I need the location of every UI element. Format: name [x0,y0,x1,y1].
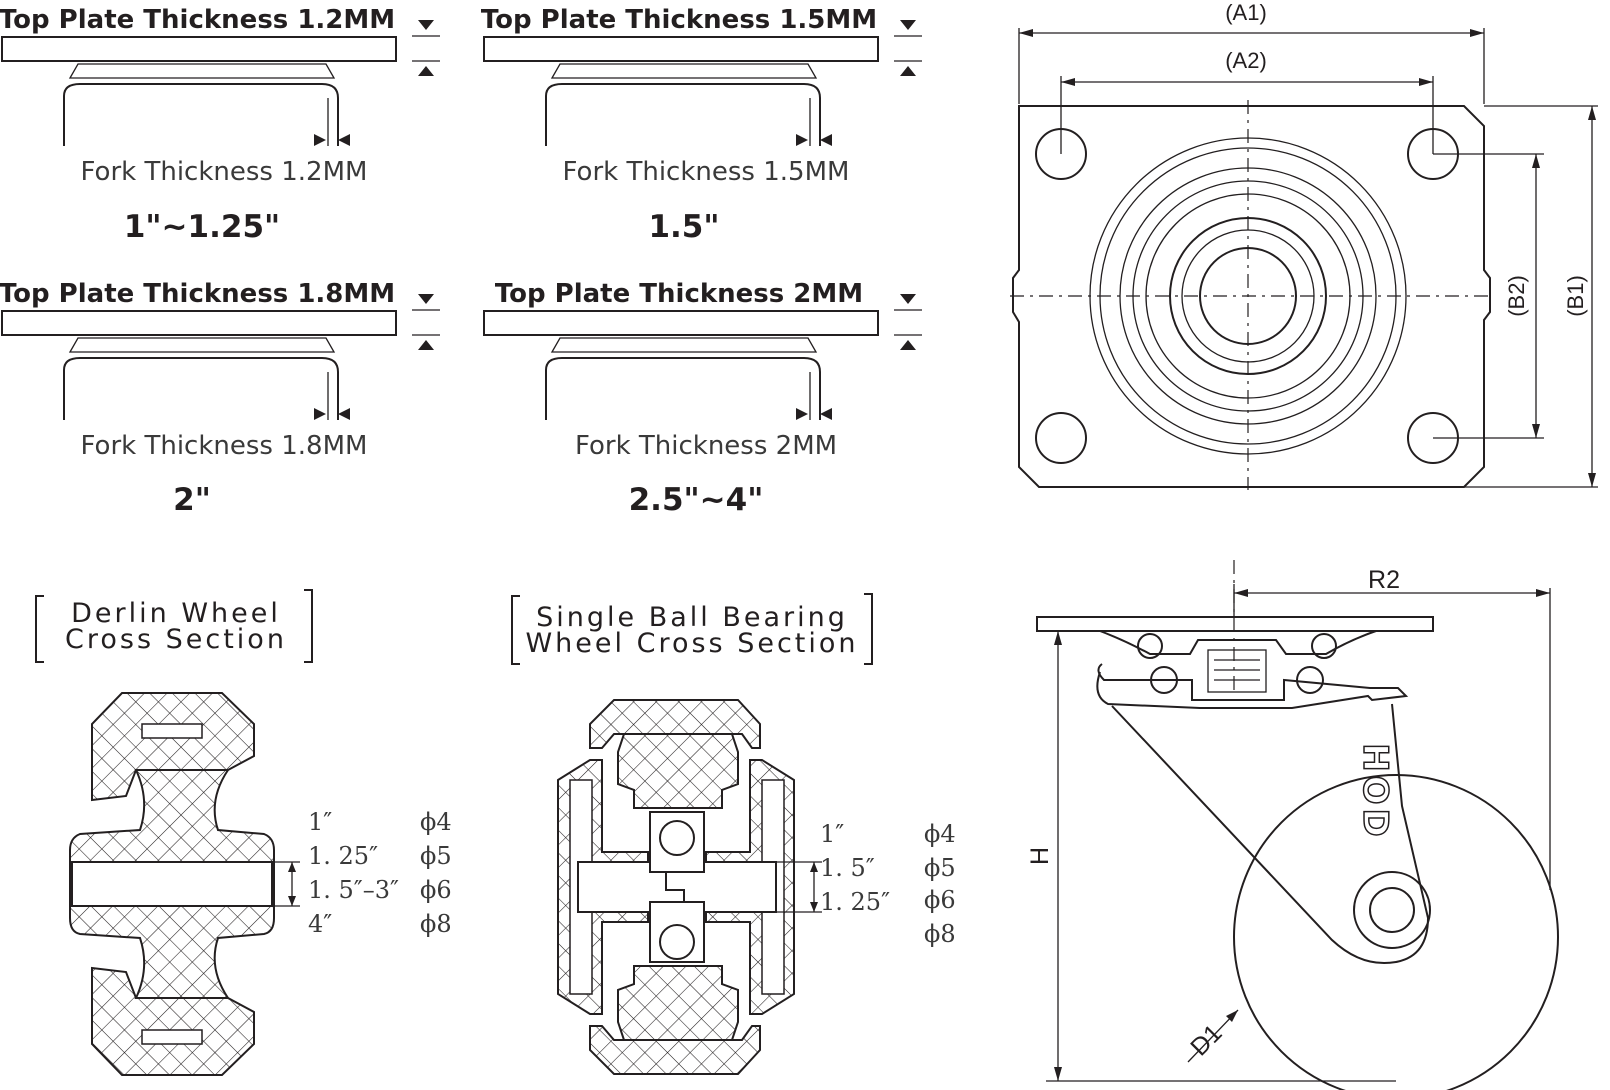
fork-outline [63,83,339,146]
bearing-bore-3: ϕ8 [924,920,956,948]
plate-thickness-label: Top Plate Thickness 1.8MM [0,279,395,309]
brand-logo: HOD [1355,743,1395,841]
plate-outline [1012,105,1491,488]
axle-icon [1369,887,1415,933]
kingpin [1207,649,1267,693]
bearing-race [68,63,336,79]
b1-label: (B1) [1563,275,1588,317]
plate-block-4: Top Plate Thickness 2MM Fork Thickness 2… [483,279,922,518]
b2-label: (B2) [1504,275,1529,317]
fork-thickness-label: Fork Thickness 1.5MM [563,157,850,187]
plate-arrows [900,20,916,76]
plate-arrows [900,294,916,350]
tire-shell-bottom [589,1025,761,1075]
fork-outline [63,357,339,420]
derlin-title-line1: Derlin Wheel [71,598,281,629]
thickness-arrows [796,134,832,146]
side-top-plate [1036,616,1434,632]
fork-leg [1111,703,1430,964]
bearing-size-1: 1. 5″ [820,854,875,882]
tire-inner-bottom [617,965,739,1041]
caster-side-view: HOD R2 H D1 [1026,560,1559,1090]
title-brackets [511,593,873,665]
fork-thickness-label: Fork Thickness 1.2MM [81,157,368,187]
bearing-bore-2: ϕ6 [924,886,956,914]
bearing-race [550,63,818,79]
derlin-size-2: 1. 5″–3″ [308,876,399,904]
a1-label: (A1) [1225,0,1267,25]
thickness-arrows [796,408,832,420]
h-label: H [1026,847,1054,865]
bearing-title-line1: Single Ball Bearing [536,602,848,633]
ball-bearing-section: Single Ball Bearing Wheel Cross Section … [511,593,956,1075]
race-bottom [1096,663,1409,709]
center-lines [1010,100,1490,490]
plate-block-1: Top Plate Thickness 1.2MM Fork Thickness… [0,5,440,245]
wheel-size-label: 1.5" [648,209,719,245]
derlin-bore-0: ϕ4 [420,808,452,836]
derlin-size-1: 1. 25″ [308,842,378,870]
top-plate-bar [483,36,879,62]
plate-thickness-label: Top Plate Thickness 2MM [495,279,863,309]
top-plate-bar [1,36,397,62]
plate-thickness-label: Top Plate Thickness 1.2MM [0,5,395,35]
derlin-bore-3: ϕ8 [420,910,452,938]
wheel-size-label: 2" [173,482,211,518]
tire-inner-top [617,733,739,809]
race-top [1099,630,1377,655]
derlin-section: Derlin Wheel Cross Section 1″ 1. 25″ 1. … [35,589,452,1076]
plate-thickness-label: Top Plate Thickness 1.5MM [481,5,877,35]
plate-block-3: Top Plate Thickness 1.8MM Fork Thickness… [0,279,440,518]
bearing-title-line2: Wheel Cross Section [525,628,858,659]
thickness-arrows [314,134,350,146]
ball-icon [659,820,695,856]
derlin-bore-1: ϕ5 [420,842,452,870]
bearing-race [68,337,336,353]
plate-arrows [418,20,434,76]
bearing-bore-0: ϕ4 [924,820,956,848]
derlin-bore-2: ϕ6 [420,876,452,904]
fork-outline [545,83,821,146]
derlin-size-3: 4″ [308,910,332,938]
bearing-size-2: 1. 25″ [820,888,890,916]
top-plate-bar [483,310,879,336]
title-brackets [35,589,313,663]
axle-boss [1353,871,1431,949]
wheel-size-label: 2.5"~4" [629,482,764,518]
thickness-arrows [314,408,350,420]
wheel-size-label: 1"~1.25" [124,209,280,245]
plate-block-2: Top Plate Thickness 1.5MM Fork Thickness… [481,5,922,245]
tire-shell-top [589,699,761,749]
top-plate-bar [1,310,397,336]
bearing-bore-1: ϕ5 [924,854,956,882]
derlin-title-line2: Cross Section [65,624,287,655]
wheel-outline [1233,774,1559,1090]
fork-outline [545,357,821,420]
derlin-bore [71,861,273,907]
fork-thickness-label: Fork Thickness 2MM [575,431,837,461]
bearing-race [550,337,818,353]
d1-label: D1 [1185,1019,1227,1061]
plate-arrows [418,294,434,350]
derlin-size-0: 1″ [308,808,332,836]
fork-thickness-label: Fork Thickness 1.8MM [81,431,368,461]
mount-hole [1035,412,1087,464]
r2-label: R2 [1368,566,1400,594]
plate-plan-view: (A1) (A2) (B2) (B1) [1010,0,1598,490]
bearing-size-0: 1″ [820,820,844,848]
ball-icon [659,924,695,960]
a2-label: (A2) [1225,48,1267,73]
